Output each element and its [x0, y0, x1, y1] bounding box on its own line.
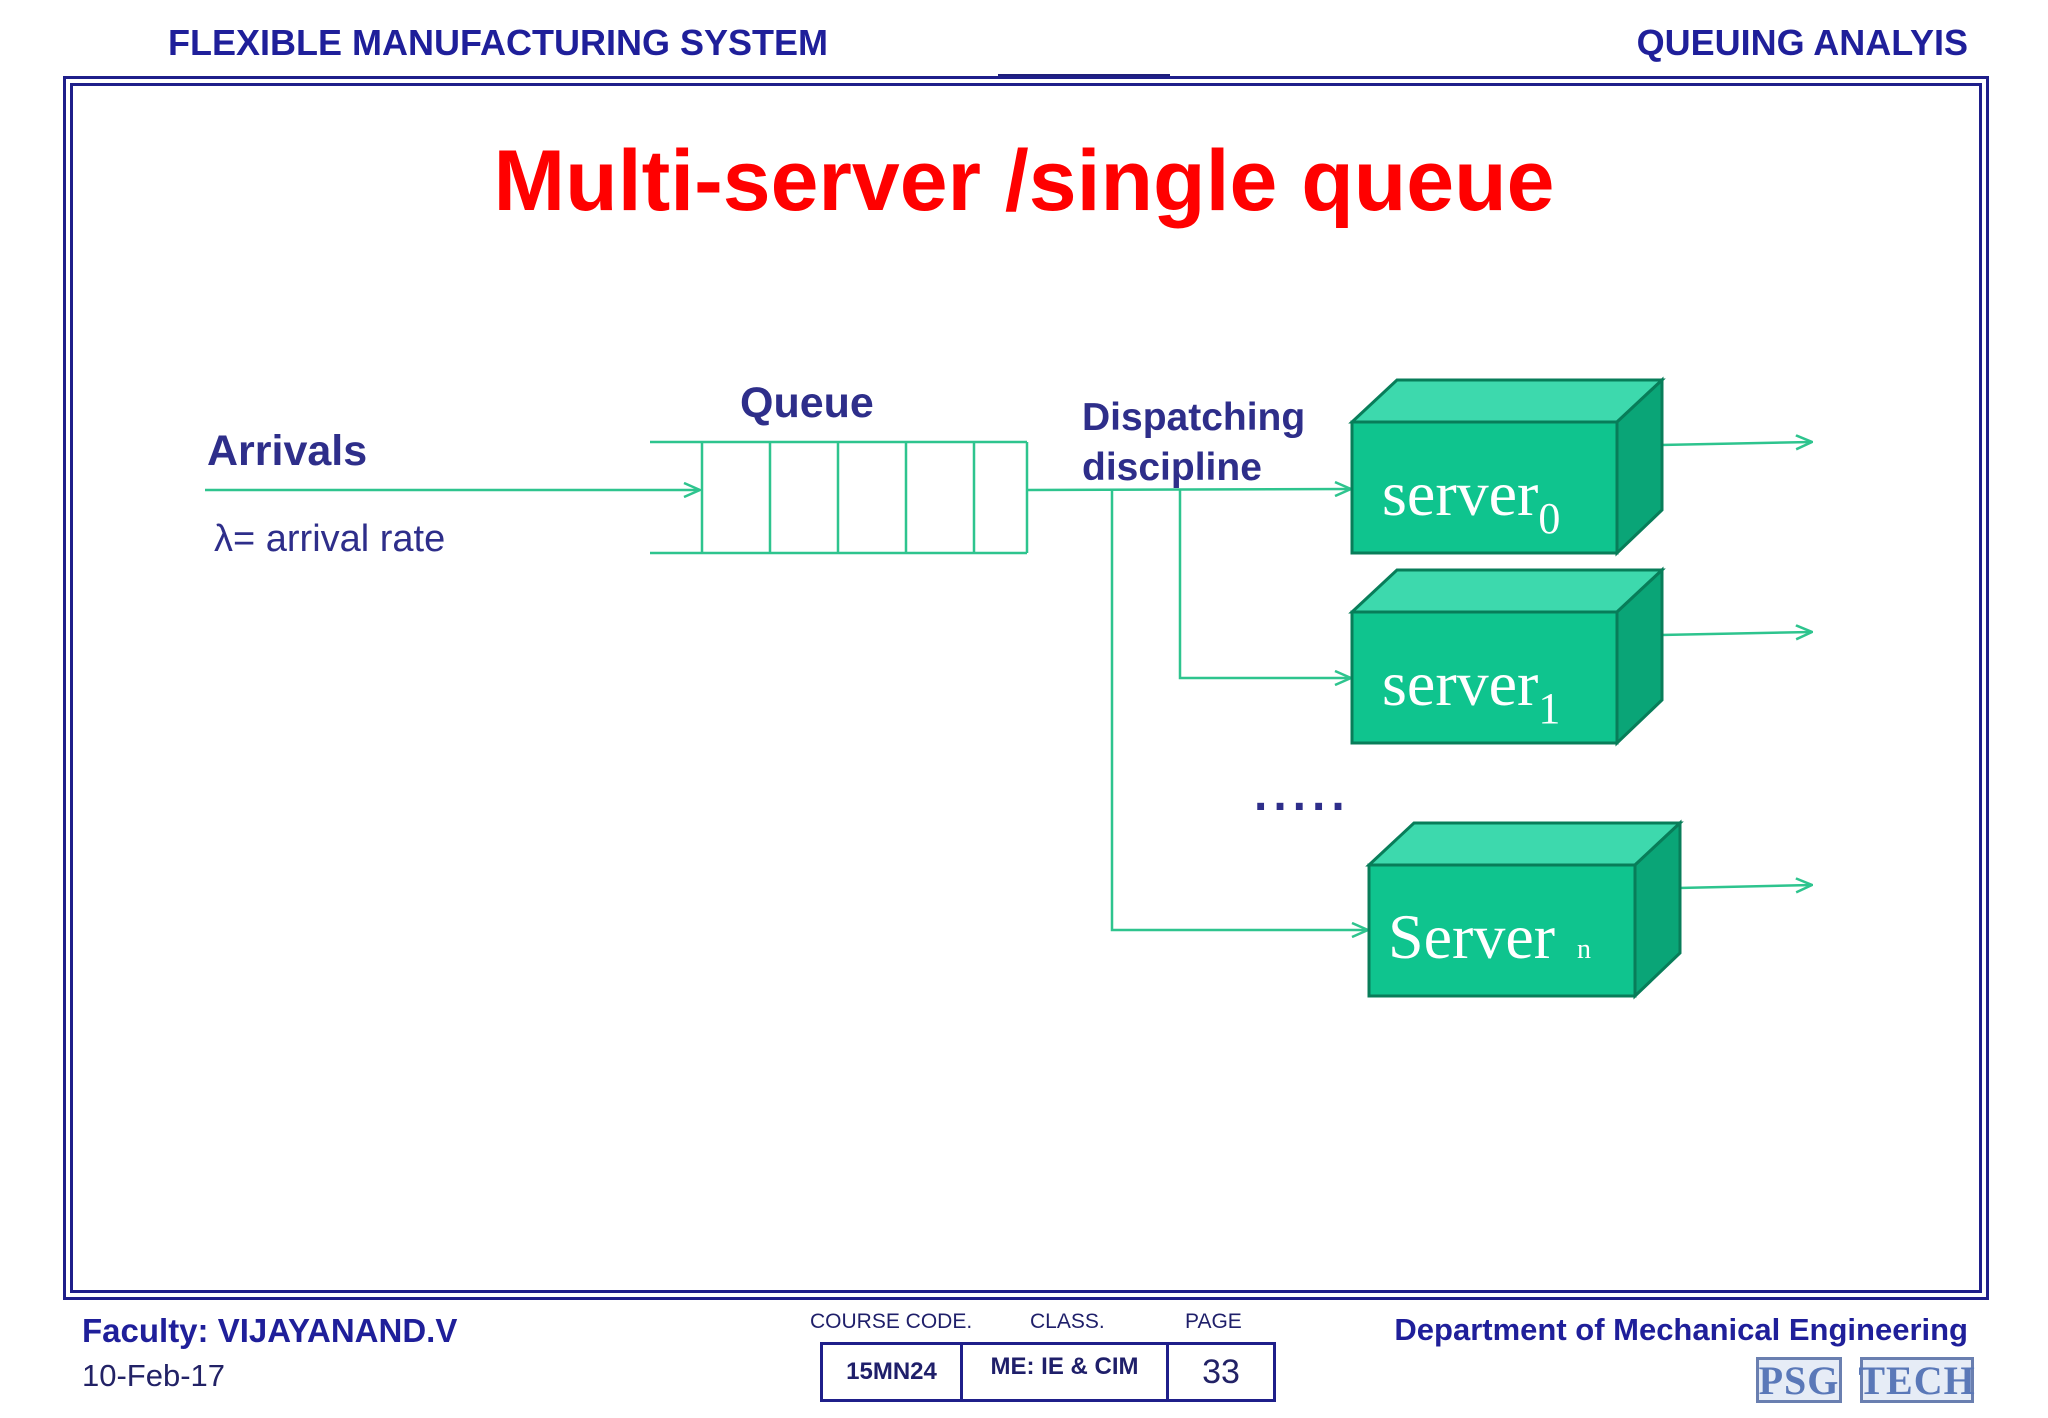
- server-n-box: Server n: [1365, 819, 1684, 1000]
- output-arrow-0: [1659, 442, 1812, 445]
- server-n-label: Server n: [1388, 901, 1591, 972]
- dispatch-label-line1: Dispatching: [1082, 396, 1305, 439]
- queue-slots: [700, 442, 1029, 553]
- page-number: 33: [1202, 1352, 1240, 1391]
- output-arrow-1: [1659, 632, 1812, 635]
- slide-frame-outer: [63, 76, 1989, 1300]
- class-label: CLASS.: [1030, 1310, 1105, 1333]
- dispatch-arrow-0: [1026, 489, 1351, 490]
- queue-label: Queue: [740, 379, 874, 427]
- header-divider: [998, 74, 1170, 76]
- course-code-value: 15MN24: [823, 1345, 963, 1399]
- dispatch-label-line2: discipline: [1082, 446, 1262, 489]
- output-arrow-n: [1677, 885, 1812, 888]
- slide-frame-inner: [70, 83, 1982, 1293]
- dispatch-arrow-1: [1178, 490, 1351, 678]
- header-topic: QUEUING ANALYIS: [1636, 22, 1968, 63]
- arrivals-label: Arrivals: [207, 427, 367, 475]
- server-0-box: server0: [1348, 376, 1666, 557]
- department-name: Department of Mechanical Engineering: [1394, 1312, 1968, 1347]
- date: 10-Feb-17: [82, 1358, 226, 1393]
- page-label: PAGE: [1185, 1310, 1242, 1333]
- dispatch-arrow-n: [1110, 490, 1368, 930]
- slide-title: Multi-server /single queue: [493, 133, 1555, 229]
- server-1-label: server1: [1382, 648, 1560, 733]
- faculty-name: Faculty: VIJAYANAND.V: [82, 1312, 458, 1349]
- course-code-label: COURSE CODE.: [810, 1310, 973, 1333]
- server-0-label: server0: [1382, 458, 1560, 543]
- tech-logo: TECH: [1858, 1357, 1976, 1403]
- class-value: ME: IE & CIM: [963, 1345, 1169, 1399]
- server-1-box: server1: [1348, 566, 1666, 747]
- ellipsis: .....: [1254, 768, 1351, 821]
- header-course-title: FLEXIBLE MANUFACTURING SYSTEM: [168, 22, 829, 63]
- arrival-rate-label: λ= arrival rate: [214, 518, 445, 560]
- psg-logo: PSG: [1756, 1357, 1842, 1403]
- footer-info-table: 15MN24 ME: IE & CIM 33: [820, 1342, 1276, 1402]
